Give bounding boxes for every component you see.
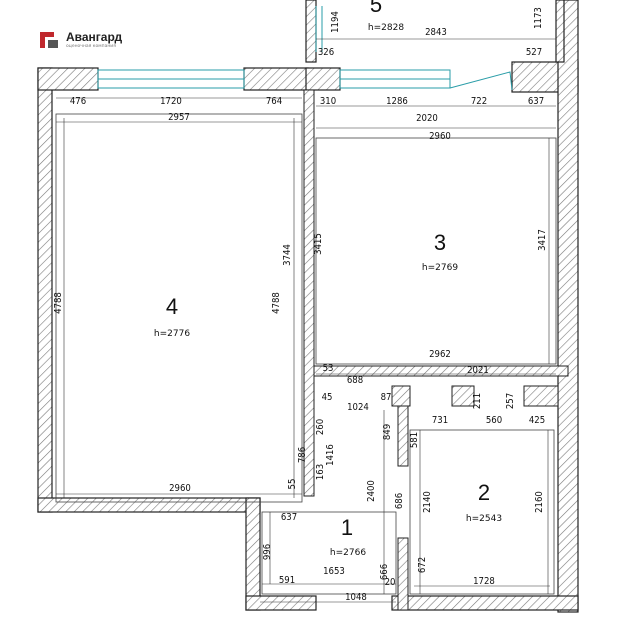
dim-1048: 1048 [345, 592, 367, 603]
dim-637b: 637 [281, 512, 297, 523]
dim-2960b: 2960 [169, 483, 191, 494]
dim-53: 53 [323, 363, 334, 374]
logo-mark-icon [40, 30, 60, 50]
dim-1286: 1286 [386, 96, 408, 107]
dim-1173: 1173 [533, 7, 544, 29]
dim-1194: 1194 [330, 11, 341, 33]
dim-637a: 637 [528, 96, 544, 107]
dim-425: 425 [529, 415, 545, 426]
dim-1653: 1653 [323, 566, 345, 577]
dim-211: 211 [472, 393, 483, 409]
dim-257: 257 [505, 393, 516, 409]
dim-476: 476 [70, 96, 86, 107]
room-5-height: h=2828 [368, 23, 404, 33]
dim-996: 996 [262, 544, 273, 560]
dim-581: 581 [409, 432, 420, 448]
dim-310: 310 [320, 96, 336, 107]
dim-672: 672 [417, 557, 428, 573]
dim-4788a: 4788 [53, 292, 64, 314]
room-outlines [55, 113, 557, 595]
dim-1728: 1728 [473, 576, 495, 587]
dim-326: 326 [318, 47, 334, 58]
dim-3744: 3744 [282, 244, 293, 266]
dim-591: 591 [279, 575, 295, 586]
dim-527: 527 [526, 47, 542, 58]
room-1-height: h=2766 [330, 548, 366, 558]
dim-260: 260 [315, 419, 326, 435]
dim-2021: 2021 [467, 365, 489, 376]
room-5-number: 5 [370, 0, 382, 17]
dim-2400: 2400 [366, 480, 377, 502]
dim-688: 688 [347, 375, 363, 386]
room-labels: 5 h=2828 4 h=2776 3 h=2769 2 h=2543 1 h=… [154, 0, 502, 558]
dim-786: 786 [297, 447, 308, 463]
room-1-number: 1 [341, 515, 353, 540]
dim-87: 87 [381, 392, 392, 403]
dim-666: 666 [379, 564, 390, 580]
dimension-lines [56, 38, 556, 603]
dim-163: 163 [315, 464, 326, 480]
dim-2960a: 2960 [429, 131, 451, 142]
exterior-walls [37, 0, 579, 613]
dim-764: 764 [266, 96, 282, 107]
dim-2843: 2843 [425, 27, 447, 38]
dim-4788b: 4788 [271, 292, 282, 314]
dim-20: 20 [385, 577, 396, 588]
room-4-height: h=2776 [154, 329, 190, 339]
dim-55: 55 [287, 479, 298, 490]
dim-1416: 1416 [325, 444, 336, 466]
company-logo: Авангард оценочная компания [40, 30, 122, 50]
dim-2140: 2140 [422, 491, 433, 513]
dim-1720: 1720 [160, 96, 182, 107]
dim-2957: 2957 [168, 112, 190, 123]
interior-walls [303, 89, 569, 611]
logo-subtitle: оценочная компания [66, 43, 116, 49]
dim-3417: 3417 [537, 229, 548, 251]
dim-1024: 1024 [347, 402, 369, 413]
logo-name: Авангард [66, 29, 123, 44]
dim-849: 849 [382, 424, 393, 440]
room-4-number: 4 [166, 294, 178, 319]
dim-731: 731 [432, 415, 448, 426]
dim-2962: 2962 [429, 349, 451, 360]
windows [97, 6, 513, 91]
room-2-number: 2 [478, 480, 490, 505]
dim-686: 686 [394, 493, 405, 509]
dim-3415: 3415 [313, 233, 324, 255]
dim-722: 722 [471, 96, 487, 107]
dimension-labels: 1194 2843 1173 326 527 476 1720 764 2957… [53, 7, 548, 603]
room-2-height: h=2543 [466, 514, 502, 524]
dim-560: 560 [486, 415, 502, 426]
room-3-number: 3 [434, 230, 446, 255]
dim-2160: 2160 [534, 491, 545, 513]
dim-45: 45 [322, 392, 333, 403]
dim-2020: 2020 [416, 113, 438, 124]
room-3-height: h=2769 [422, 263, 458, 273]
